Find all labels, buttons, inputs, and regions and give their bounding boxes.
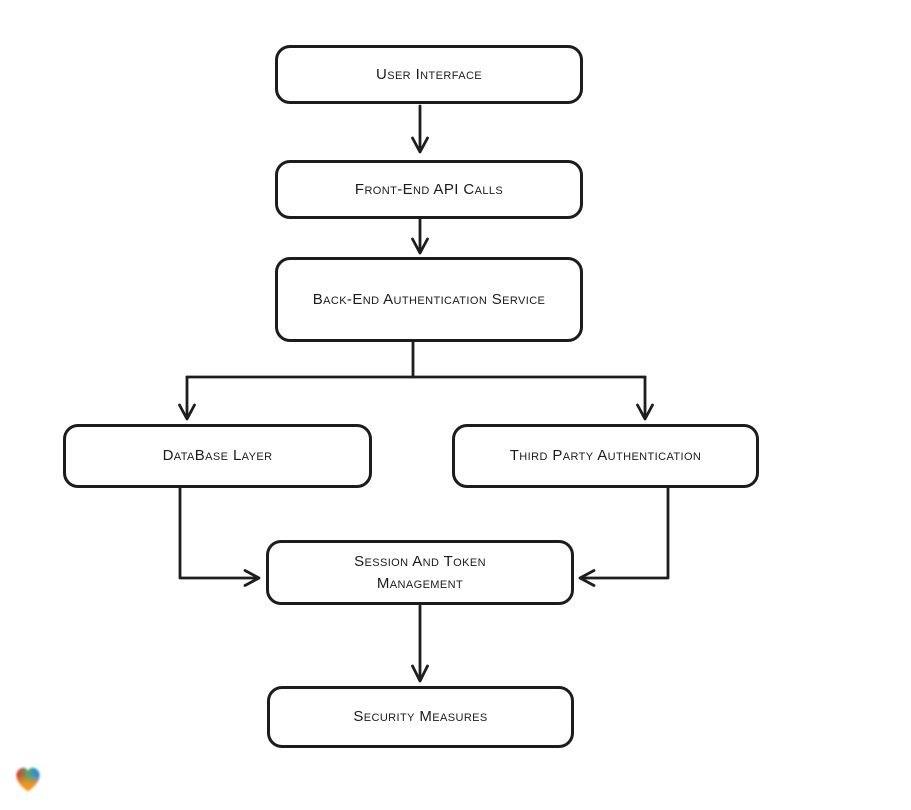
arrow-third-party-to-session [578,486,670,587]
node-label: Front-End API Calls [354,180,504,198]
node-back-end-authentication-service: Back-End Authentication Service [275,257,583,342]
node-front-end-api-calls: Front-End API Calls [275,160,583,219]
node-label: Back-End Authentication Service [312,290,546,308]
node-label: Session And Token Management [354,552,486,592]
node-label: DataBase Layer [162,447,273,465]
gradient-heart-logo[interactable] [11,761,45,795]
arrow-front-end-to-back-end [411,217,429,255]
node-session-and-token-management: Session And Token Management [266,540,574,605]
arrow-session-to-security [411,604,429,683]
node-third-party-authentication: Third Party Authentication [452,424,759,488]
arrow-back-end-branch [178,340,654,421]
node-label: Third Party Authentication [509,447,702,465]
node-label: Security Measures [353,708,488,726]
node-label: User Interface [375,65,483,83]
arrow-database-to-session [178,486,261,587]
arrow-user-interface-to-front-end [411,104,429,154]
node-database-layer: DataBase Layer [63,424,372,488]
node-security-measures: Security Measures [267,686,574,748]
node-user-interface: User Interface [275,45,583,104]
